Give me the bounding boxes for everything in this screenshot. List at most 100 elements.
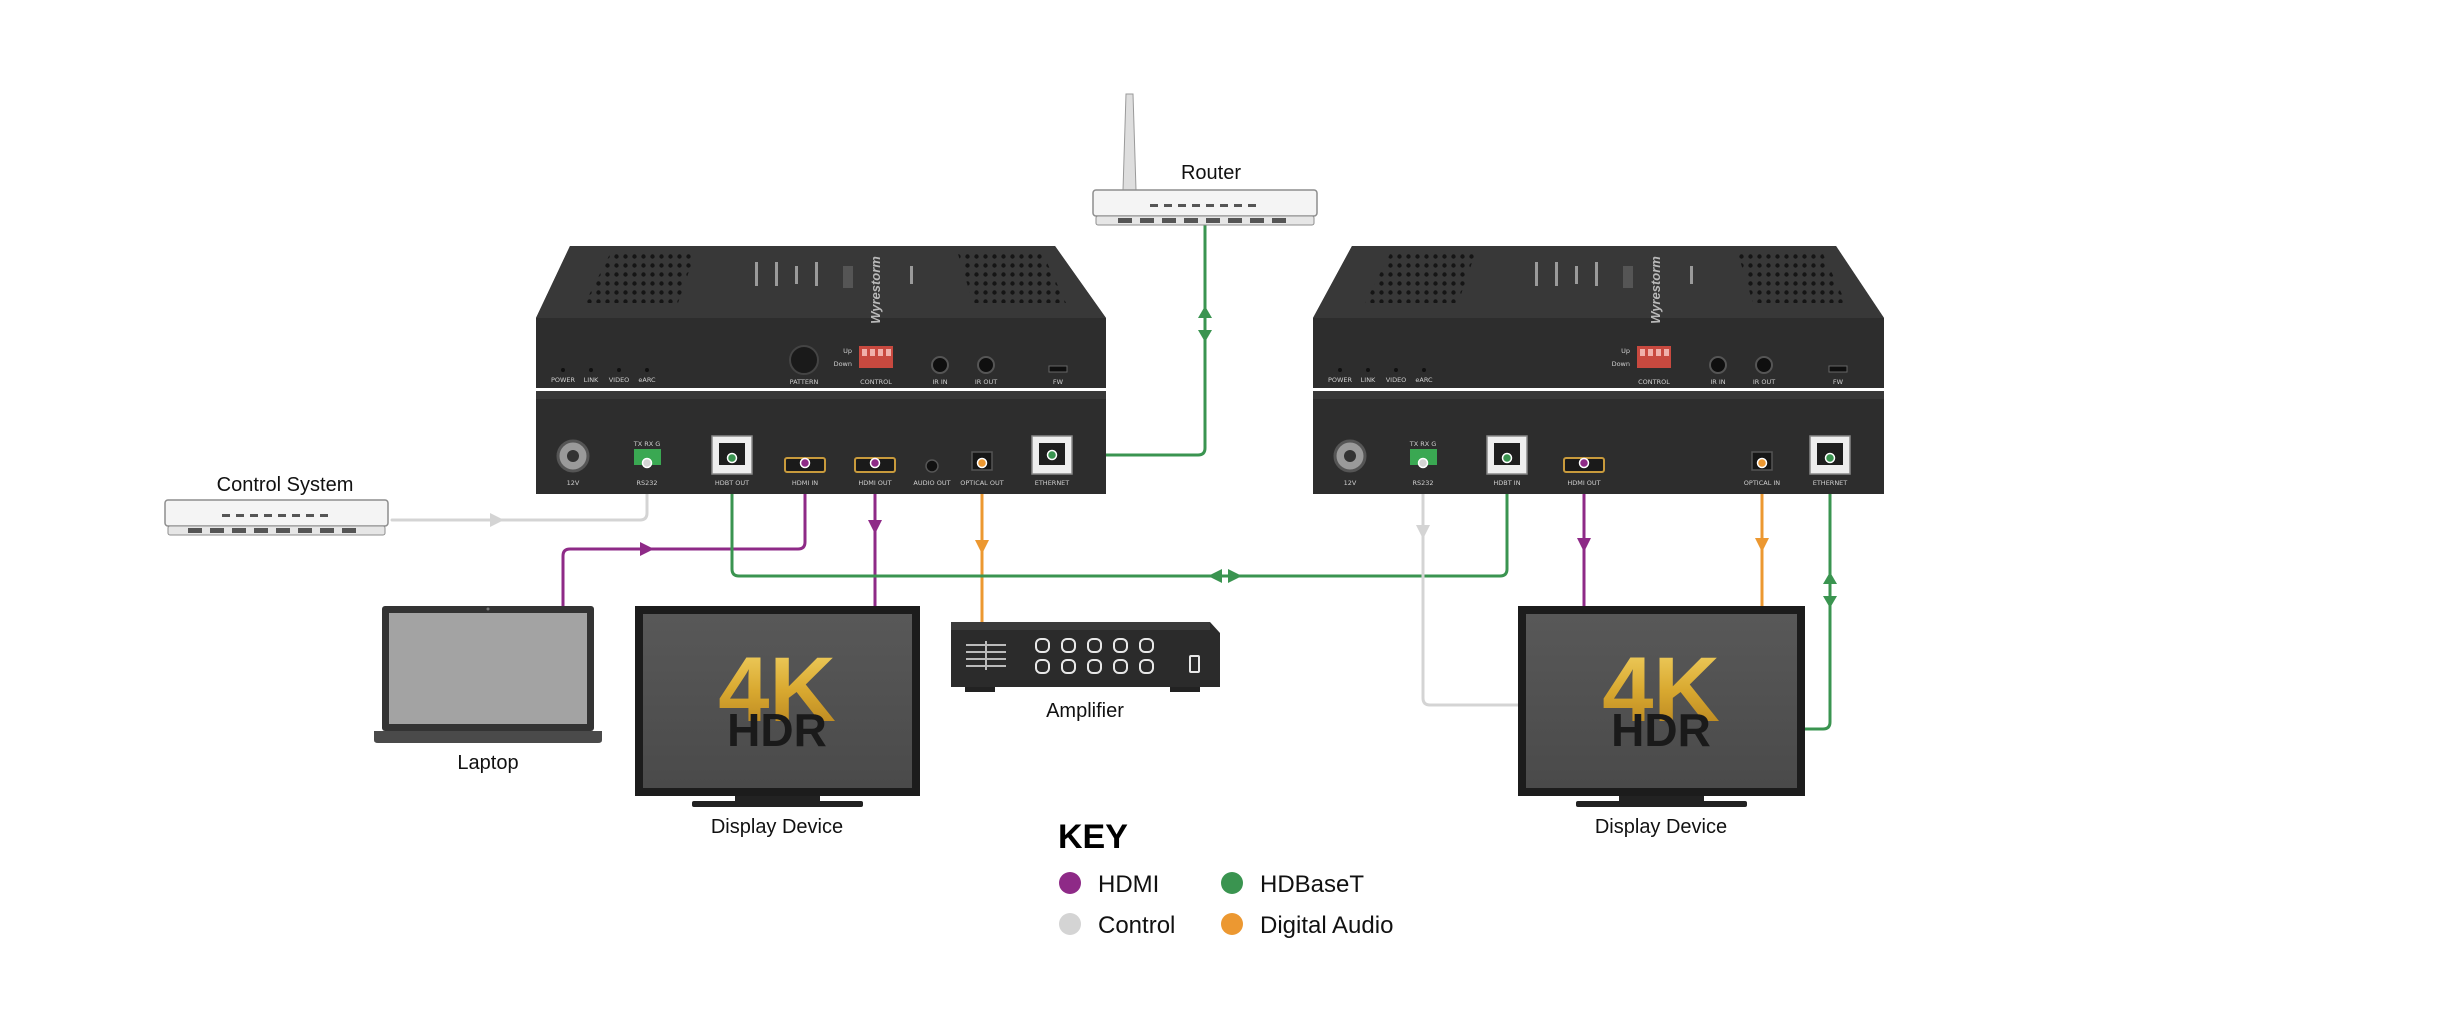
dip-switch[interactable] — [1637, 346, 1671, 368]
power-port-label: 12V — [1344, 479, 1357, 487]
dip-switch[interactable] — [859, 346, 893, 368]
hdmi-in-label: HDMI IN — [792, 479, 818, 487]
earc-led-label: eARC — [1415, 376, 1433, 384]
power-led-label: POWER — [551, 376, 576, 384]
optical-in-label: OPTICAL IN — [1744, 479, 1781, 487]
arrow-down-icon — [1416, 525, 1430, 539]
display-hdr-text: HDR — [1611, 704, 1711, 756]
legend-swatch-hdbaset — [1221, 872, 1243, 894]
antenna-icon — [1122, 93, 1137, 191]
router: Router — [1092, 93, 1318, 226]
legend-swatch-digital-audio — [1221, 913, 1243, 935]
laptop: Laptop — [374, 606, 602, 774]
amplifier-jacks — [1035, 638, 1200, 674]
amplifier-label: Amplifier — [1046, 700, 1124, 722]
hdmi-out-label: HDMI OUT — [1567, 479, 1600, 487]
fw-label: FW — [1833, 378, 1844, 386]
receiver: Wyrestorm POWER LINK VIDEO eARC Up Down … — [1313, 246, 1884, 494]
hdbt-in-label: HDBT IN — [1493, 479, 1520, 487]
display-hdr-text: HDR — [727, 704, 827, 756]
legend-label-control: Control — [1098, 912, 1175, 939]
dip-down-label: Down — [834, 360, 852, 368]
pattern-knob[interactable] — [789, 345, 819, 375]
vent-grille — [1738, 254, 1846, 303]
arrow-right-icon — [640, 542, 654, 556]
arrow-up-icon — [1823, 572, 1837, 584]
arrow-down-icon — [1198, 330, 1212, 342]
arrow-down-icon — [868, 520, 882, 534]
ir-in-port[interactable] — [1709, 356, 1727, 374]
vent-grille — [958, 254, 1066, 303]
ethernet-label: ETHERNET — [1813, 479, 1848, 487]
fw-port[interactable] — [1048, 365, 1068, 373]
rs232-label: RS232 — [636, 479, 657, 487]
display-4k-text: 4K — [718, 639, 836, 741]
cable-rx-rs232-display — [1421, 461, 1520, 707]
control-label: CONTROL — [1638, 378, 1670, 386]
ir-out-port[interactable] — [1755, 356, 1773, 374]
optical-out-label: OPTICAL OUT — [960, 479, 1003, 487]
control-label: CONTROL — [860, 378, 892, 386]
cable-laptop-hdmi-in — [561, 461, 807, 608]
dip-up-label: Up — [843, 347, 852, 355]
rs232-port[interactable] — [634, 449, 661, 465]
arrow-left-icon — [1208, 569, 1222, 583]
dip-up-label: Up — [1621, 347, 1630, 355]
legend: KEY HDMI HDBaseT Control Digital Audio — [1058, 818, 1393, 939]
fw-label: FW — [1053, 378, 1064, 386]
laptop-label: Laptop — [457, 752, 518, 774]
amplifier: Amplifier — [951, 622, 1220, 722]
video-led-label: VIDEO — [1386, 376, 1407, 384]
brand-logo: Wyrestorm — [868, 256, 883, 324]
vent-grille — [585, 254, 695, 303]
cable-hdbt-link — [730, 458, 1509, 578]
earc-led-label: eARC — [638, 376, 656, 384]
pattern-label: PATTERN — [790, 378, 819, 386]
ir-in-label: IR IN — [932, 378, 947, 386]
ir-out-port[interactable] — [977, 356, 995, 374]
display-right: 4K HDR Display Device — [1518, 606, 1805, 838]
audio-out-port[interactable] — [925, 459, 939, 473]
power-port-label: 12V — [567, 479, 580, 487]
arrow-down-icon — [1823, 596, 1837, 608]
transmitter: Wyrestorm POWER LINK VIDEO eARC PATTERN … — [536, 246, 1106, 494]
vent-grille — [966, 641, 1006, 670]
audio-out-label: AUDIO OUT — [913, 479, 950, 487]
fw-port[interactable] — [1828, 365, 1848, 373]
router-label: Router — [1181, 162, 1241, 184]
power-led-label: POWER — [1328, 376, 1353, 384]
cable-rx-ethernet-display — [1803, 456, 1832, 731]
cable-control-rs232 — [390, 461, 649, 522]
legend-label-hdmi: HDMI — [1098, 871, 1159, 898]
led-indicators — [561, 368, 649, 372]
control-system: Control System — [164, 474, 389, 536]
arrow-right-icon — [1228, 569, 1242, 583]
ir-in-port[interactable] — [931, 356, 949, 374]
arrow-right-icon — [490, 513, 504, 527]
link-led-label: LINK — [1361, 376, 1376, 384]
rs232-pins-label: TX RX G — [1409, 440, 1437, 448]
display-left: 4K HDR Display Device — [635, 606, 920, 838]
hdbt-out-label: HDBT OUT — [715, 479, 749, 487]
ir-out-label: IR OUT — [1753, 378, 1775, 386]
hdmi-out-label: HDMI OUT — [858, 479, 891, 487]
display-right-label: Display Device — [1595, 816, 1727, 838]
ir-in-label: IR IN — [1710, 378, 1725, 386]
arrow-down-icon — [975, 540, 989, 554]
legend-swatch-hdmi — [1059, 872, 1081, 894]
hdbt-out-port[interactable] — [711, 435, 753, 475]
legend-swatch-control — [1059, 913, 1081, 935]
arrow-down-icon — [1577, 538, 1591, 552]
arrow-down-icon — [1755, 538, 1769, 552]
legend-label-hdbaset: HDBaseT — [1260, 871, 1364, 898]
ethernet-label: ETHERNET — [1035, 479, 1070, 487]
dip-down-label: Down — [1612, 360, 1630, 368]
control-system-label: Control System — [217, 474, 354, 496]
cable-router-ethernet — [1050, 222, 1207, 457]
rs232-port[interactable] — [1410, 449, 1437, 465]
legend-label-digital-audio: Digital Audio — [1260, 912, 1393, 939]
led-indicators — [1338, 368, 1426, 372]
display-4k-text: 4K — [1602, 639, 1720, 741]
link-led-label: LINK — [584, 376, 599, 384]
